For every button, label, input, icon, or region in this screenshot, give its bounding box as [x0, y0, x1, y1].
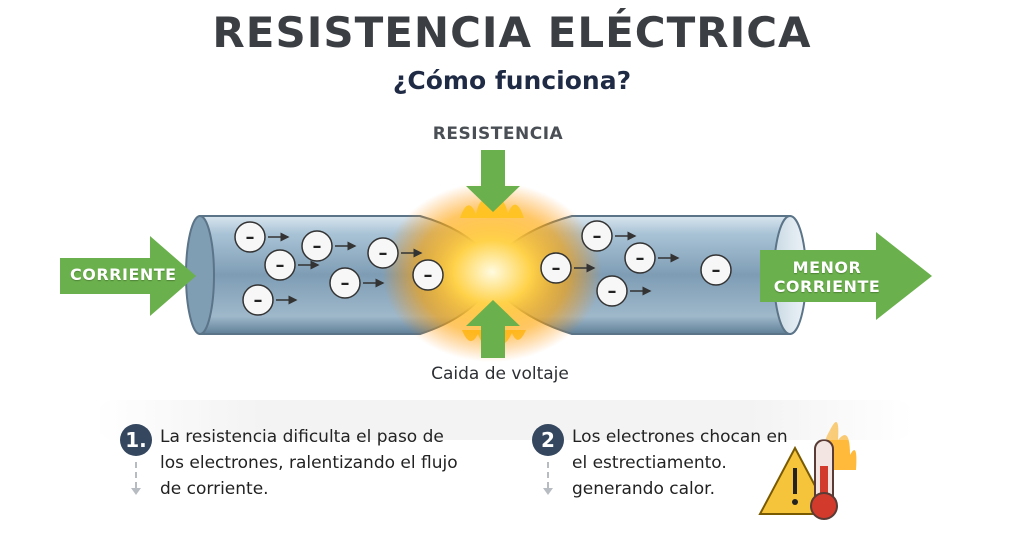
electron — [412, 259, 444, 291]
current-out-line1: MENOR — [792, 258, 862, 277]
electron-sign: – — [313, 236, 322, 257]
electron — [700, 254, 732, 286]
step-2-line-2: el estrectiamento. — [572, 453, 727, 473]
resistance-label: RESISTENCIA — [432, 124, 564, 144]
current-out-line2: CORRIENTE — [773, 277, 881, 296]
step-1-line-3: de corriente. — [160, 479, 269, 499]
electron — [329, 267, 361, 299]
page-subtitle: ¿Cómo funciona? — [392, 66, 632, 95]
step-2-text: Los electrones chocan en el estrectiamen… — [572, 424, 788, 502]
thermometer-icon — [810, 439, 838, 520]
step-2-line-1: Los electrones chocan en — [572, 427, 788, 447]
electron-sign: – — [276, 255, 285, 276]
electron — [540, 252, 572, 284]
electrons-left — [234, 221, 444, 316]
step-2-line-3: generando calor. — [572, 479, 715, 499]
electron-sign: – — [424, 265, 433, 286]
electron — [581, 220, 613, 252]
step-1-badge: 1. — [120, 424, 152, 456]
current-in-arrow — [60, 236, 196, 316]
step-1-line-2: los electrones, ralentizando el flujo — [160, 453, 458, 473]
step-1-connector-arrow — [131, 488, 141, 495]
electron — [242, 284, 274, 316]
electron — [264, 249, 296, 281]
voltage-drop-arrow — [466, 300, 520, 358]
faded-banner — [95, 400, 915, 440]
electron — [234, 221, 266, 253]
electrons-right — [540, 220, 732, 307]
electron — [367, 237, 399, 269]
warning-icon — [758, 445, 832, 515]
step-2-connector-arrow — [543, 488, 553, 495]
page-title: RESISTENCIA ELÉCTRICA — [212, 8, 812, 57]
step-2-badge: 2 — [532, 424, 564, 456]
electron-sign: – — [608, 281, 617, 302]
voltage-drop-label: Caida de voltaje — [431, 364, 569, 384]
electron — [624, 242, 656, 274]
flames-bottom — [462, 330, 526, 345]
electron — [596, 275, 628, 307]
step-1-text: La resistencia dificulta el paso de los … — [160, 424, 458, 502]
electron-sign: – — [593, 226, 602, 247]
electron-sign: – — [552, 258, 561, 279]
flames-top — [460, 199, 524, 218]
electron-signs: – – – – – – – – – – – – — [246, 226, 721, 311]
resistance-arrow — [466, 150, 520, 212]
electron-sign: – — [254, 290, 263, 311]
electron-sign: – — [246, 227, 255, 248]
electron-sign: – — [636, 248, 645, 269]
current-in-label: CORRIENTE — [70, 265, 177, 284]
heat-glow — [382, 182, 602, 362]
step-1-connector — [135, 462, 139, 488]
electron-sign: – — [712, 260, 721, 281]
current-out-label: MENOR CORRIENTE — [772, 258, 882, 296]
electron-sign: – — [341, 273, 350, 294]
step-1-line-1: La resistencia dificulta el paso de — [160, 427, 444, 447]
step-2-connector — [547, 462, 551, 488]
electron-sign: – — [379, 243, 388, 264]
current-out-arrow — [760, 232, 932, 320]
